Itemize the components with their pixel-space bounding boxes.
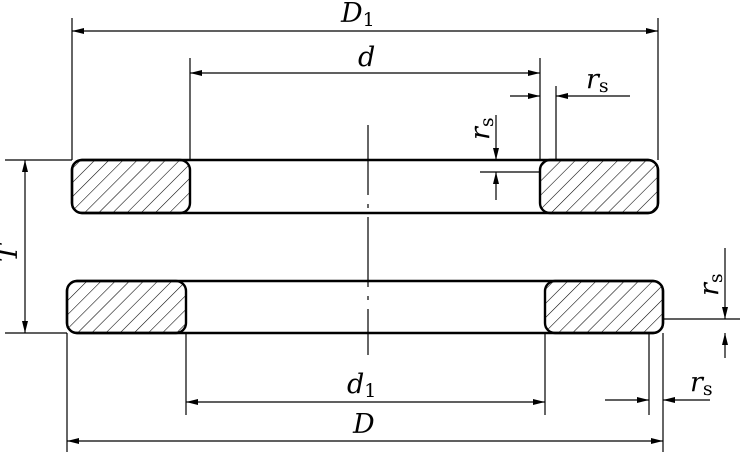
dim-d1: d1	[185, 333, 546, 415]
dim-D1: D1	[71, 0, 659, 160]
label-d1: d1	[347, 369, 376, 402]
label-rs-bottom-right: rs	[690, 367, 713, 400]
dim-rs-top-horizontal: rs	[510, 64, 630, 160]
label-D1: D1	[340, 0, 375, 31]
dim-T: T	[0, 159, 72, 334]
lower-left-section	[65, 279, 188, 335]
lower-right-section	[543, 279, 665, 335]
lower-washer	[65, 279, 665, 335]
upper-washer	[70, 158, 660, 215]
label-rs-bottom-vertical: rs	[694, 273, 727, 296]
dim-rs-bottom-vertical: rs	[663, 248, 740, 358]
dim-rs-bottom-horizontal: rs	[605, 333, 713, 415]
label-rs-top-vertical: rs	[465, 117, 498, 140]
label-T: T	[0, 242, 24, 262]
upper-right-section	[538, 158, 660, 215]
label-D: D	[352, 409, 375, 440]
upper-left-section	[70, 158, 192, 215]
dim-d: d	[189, 42, 541, 160]
dim-D: D	[66, 333, 664, 452]
label-rs-top-right: rs	[586, 64, 609, 97]
dim-rs-top-vertical: rs	[465, 115, 540, 200]
label-d: d	[358, 42, 375, 73]
